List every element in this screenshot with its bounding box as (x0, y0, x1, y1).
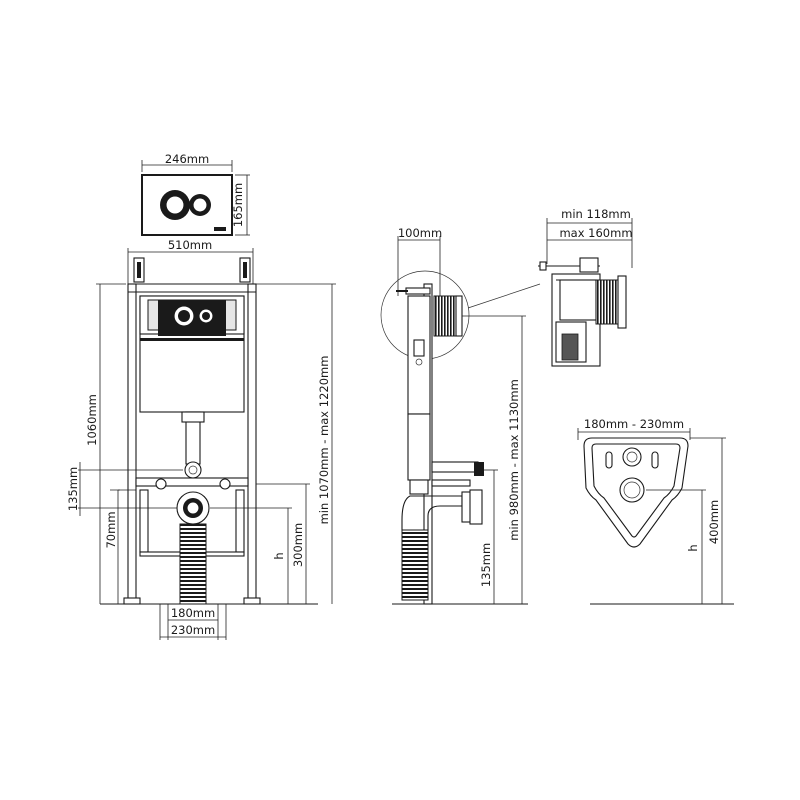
detail-min-label: min 118mm (561, 207, 631, 221)
wall-panel (583, 437, 689, 548)
detail-view: min 118mm max 160mm (538, 207, 633, 367)
side-inlet-label: 135mm (479, 543, 493, 587)
front-range-label: min 1070mm - max 1220mm (317, 356, 331, 525)
detail-max-label: max 160mm (559, 226, 632, 240)
side-depth-label: 100mm (398, 226, 442, 240)
side-range-label: min 980mm - max 1130mm (507, 379, 521, 541)
front-outlet-label: 70mm (104, 511, 118, 548)
front-inner-width-label: 180mm (171, 606, 215, 620)
panel-width-label: 180mm - 230mm (584, 417, 684, 431)
front-view: 510mm (66, 238, 336, 640)
front-outer-width-label: 230mm (171, 623, 215, 637)
drain-hose (179, 523, 207, 605)
side-view: 100mm 135mm min 980mm - ma (380, 226, 541, 605)
plate-height-label: 165mm (231, 183, 245, 227)
front-height-label: 1060mm (85, 394, 99, 446)
frame-left-rail (127, 283, 137, 603)
front-pan-label: 300mm (291, 523, 305, 567)
panel-height-label: 400mm (707, 500, 721, 544)
front-h-label: h (272, 552, 286, 559)
frame-right-rail (247, 283, 257, 603)
wall-panel-view: 180mm - 230mm h 400mm (577, 417, 734, 605)
frame-width-label: 510mm (168, 238, 212, 252)
front-inlet-label: 135mm (66, 467, 80, 511)
plate-width-label: 246mm (165, 152, 209, 166)
panel-h-label: h (686, 544, 700, 551)
flush-plate-view: 246mm 165mm (141, 152, 250, 236)
flush-plate (141, 174, 233, 236)
